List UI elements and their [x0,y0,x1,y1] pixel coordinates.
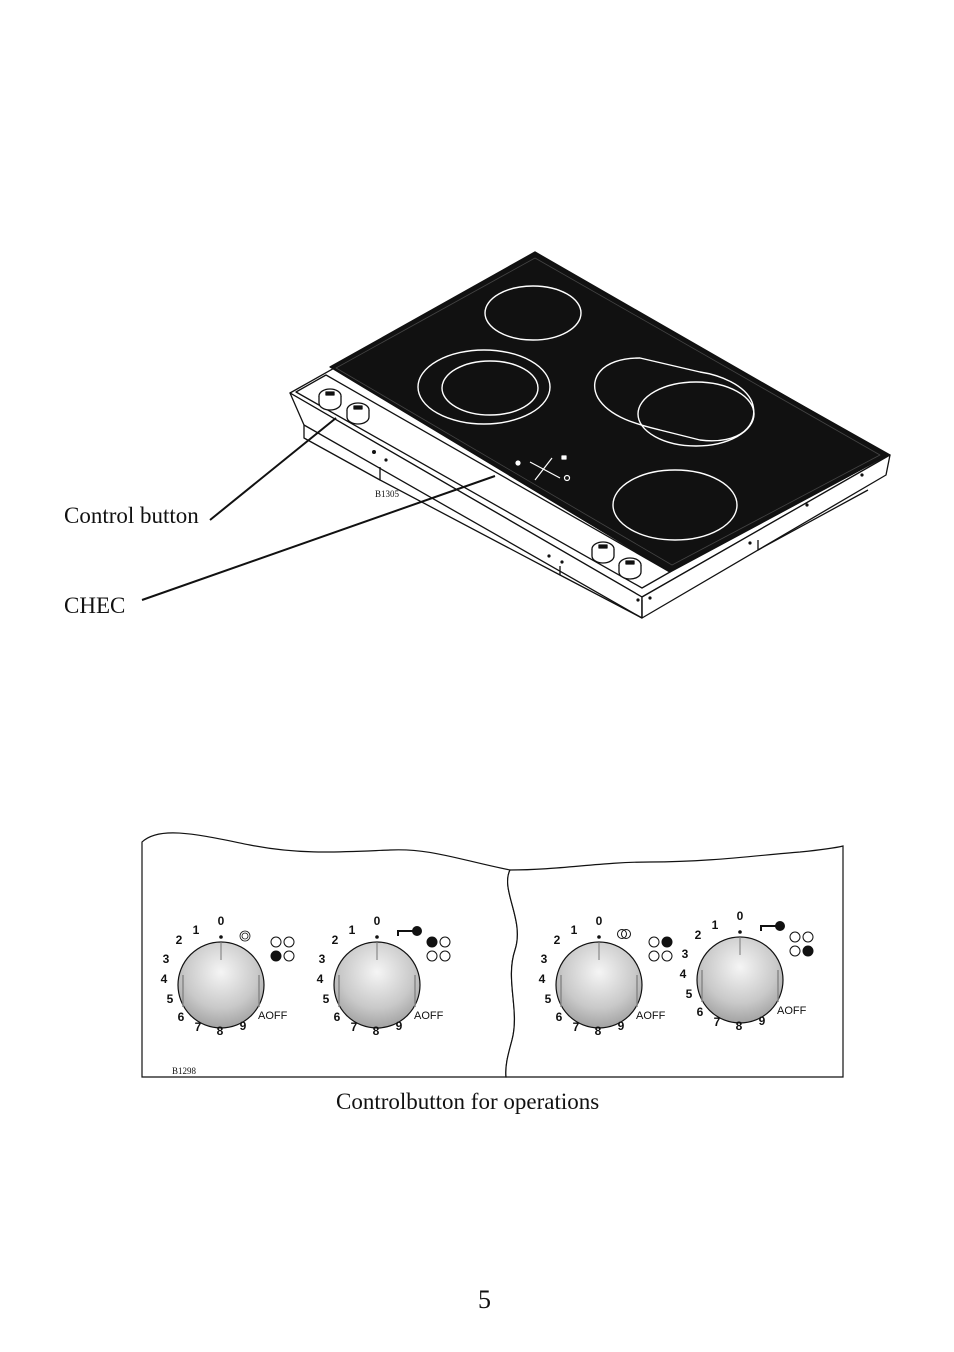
control-button-label: Control button [64,503,199,528]
scale-number: 8 [217,1024,224,1038]
scale-number: 4 [539,972,546,986]
zone-position-icon [789,931,814,957]
zone-position-icon [426,936,451,962]
panel-caption: Controlbutton for operations [336,1089,600,1114]
panel-right [505,845,844,1078]
page-number: 5 [478,1285,491,1314]
scale-number: 3 [541,952,548,966]
aoff-label: AOFF [636,1010,666,1022]
scale-number: 4 [680,967,687,981]
panel-code: B1298 [172,1066,197,1076]
scale-number: 5 [167,992,174,1006]
scale-number: 9 [618,1019,625,1033]
scale-number: 8 [373,1024,380,1038]
scale-number: 7 [351,1020,358,1034]
scale-number: 9 [396,1019,403,1033]
hob-illustration: B1305 [141,251,891,619]
chec-leader [141,475,496,601]
scale-number: 8 [595,1024,602,1038]
scale-number: 3 [163,952,170,966]
control-knob[interactable]: 0 123 4 567 8 9 AOFF [539,914,673,1038]
aoff-label: AOFF [258,1010,288,1022]
knob-icon [346,402,370,425]
control-knob[interactable]: 0 123 4 567 8 9 AOFF [680,909,814,1033]
scale-number: 6 [334,1010,341,1024]
scale-number: 5 [545,992,552,1006]
scale-number: 9 [240,1019,247,1033]
scale-number: 6 [556,1010,563,1024]
figure-code: B1305 [375,489,400,499]
scale-number: 2 [332,933,339,947]
cooking-zone-oval-extended [593,357,755,442]
scale-number: 4 [161,972,168,986]
scale-number: 1 [712,918,719,932]
child-lock-key-icon [397,926,422,936]
cooking-zone-right-back [637,381,755,447]
scale-number: 6 [178,1010,185,1024]
cooking-zone-back-left [484,285,582,341]
scale-number: 2 [176,933,183,947]
control-knob[interactable]: 0 123 4 567 8 9 AOFF [161,914,295,1038]
knob-icon [318,388,342,411]
scale-number: 7 [195,1020,202,1034]
chec-label: CHEC [64,593,126,618]
aoff-label: AOFF [414,1010,444,1022]
scale-number: 0 [218,914,225,928]
scale-number: 6 [697,1005,704,1019]
scale-number: 2 [695,928,702,942]
child-lock-key-icon [760,921,785,931]
control-button-leader [209,417,337,521]
scale-number: 1 [193,923,200,937]
scale-number: 9 [759,1014,766,1028]
zone-ring-icon [239,930,251,942]
cooking-zone-front-left-outer [417,349,551,425]
scale-number: 8 [736,1019,743,1033]
scale-number: 1 [571,923,578,937]
scale-number: 2 [554,933,561,947]
zero-dot [597,935,601,939]
scale-number: 7 [573,1020,580,1034]
scale-number: 0 [737,909,744,923]
cooking-zone-front-right [612,469,738,541]
control-knob[interactable]: 0 123 4 567 8 9 AOFF [317,914,451,1038]
zero-dot [219,935,223,939]
knob-icon [591,541,615,564]
cooking-zone-front-left-inner [441,360,539,416]
aoff-label: AOFF [777,1005,807,1017]
zone-position-icon [270,936,295,962]
scale-number: 1 [349,923,356,937]
zero-dot [738,930,742,934]
scale-number: 5 [323,992,330,1006]
dual-zone-icon [617,929,631,939]
scale-number: 0 [596,914,603,928]
zone-position-icon [648,936,673,962]
knob-icon [618,557,642,580]
scale-number: 4 [317,972,324,986]
scale-number: 3 [319,952,326,966]
scale-number: 3 [682,947,689,961]
scale-number: 0 [374,914,381,928]
scale-number: 7 [714,1015,721,1029]
ceramic-glass-top [329,251,889,573]
scale-number: 5 [686,987,693,1001]
zero-dot [375,935,379,939]
